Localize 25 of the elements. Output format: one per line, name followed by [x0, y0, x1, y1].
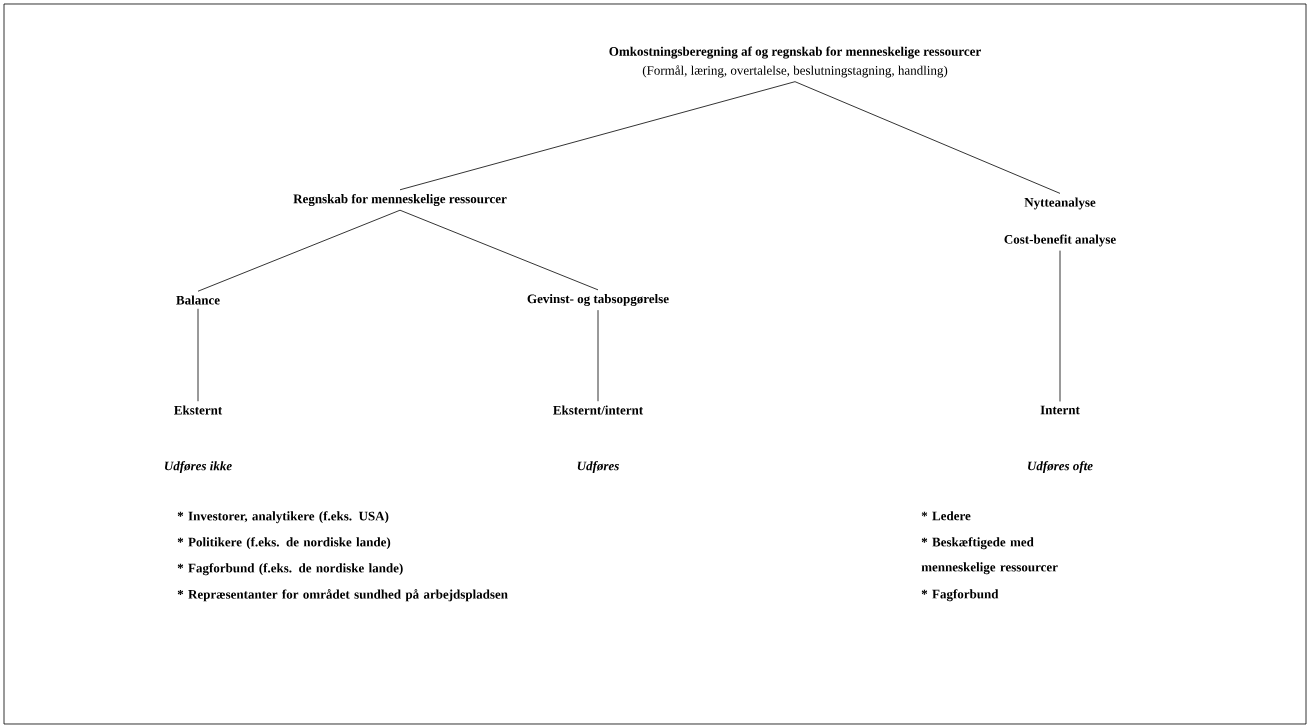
list-item: * Fagforbund [921, 589, 999, 602]
connector-line [197, 308, 199, 402]
heading-text: Internt [1040, 405, 1080, 415]
connector-line [399, 81, 796, 191]
status-text: Udføres ofte [1028, 461, 1093, 473]
heading-text: Eksternt/internt [553, 405, 644, 415]
heading-text: Eksternt [174, 405, 223, 415]
list-item: * Investorer, analytikere (f.eks. USA) [177, 511, 389, 524]
connector-line [399, 209, 599, 291]
list-item: * Repræsentanter for området sundhed på arbejdspladsen [177, 589, 508, 602]
heading-text: Balance [176, 295, 220, 305]
heading-text: Regnskab for menneskelige ressourcer [293, 194, 507, 206]
list-item: * Politikere (f.eks. de nordiske lande) [177, 537, 391, 550]
list-item: * Beskæftigede med menneskelige ressourcer [921, 537, 1058, 575]
list-item: * Ledere [921, 511, 971, 521]
list-item: * Fagforbund (f.eks. de nordiske lande) [177, 563, 403, 576]
heading-text: Gevinst- og tabsopgørelse [527, 294, 669, 306]
connector-line [597, 309, 599, 402]
heading-text: Omkostningsberegning af og regnskab for menneskelige ressourcer (Formål, læring, overtalelse, beslutningstagning, handling) [609, 46, 981, 78]
heading-text: Nytteanalyse Cost-benefit analyse [1004, 197, 1116, 247]
connector-line [197, 209, 401, 292]
connector-line [794, 81, 1061, 194]
connector-line [1059, 250, 1061, 402]
status-text: Udføres [577, 461, 619, 473]
status-text: Udføres ikke [164, 461, 232, 473]
